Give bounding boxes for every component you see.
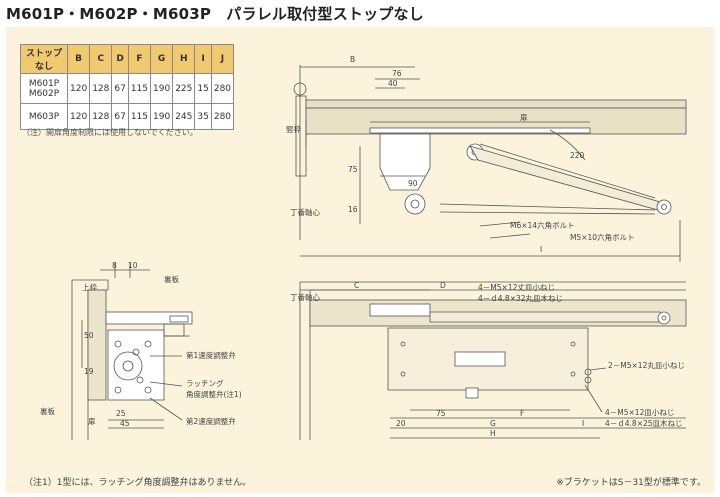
dim-label: 75 (436, 409, 446, 418)
dim-label: 竪枠 (286, 124, 301, 134)
model-name: M601P (28, 78, 60, 89)
dim-label: 220 (570, 151, 585, 160)
model-name: M602P (28, 88, 60, 99)
dim-label: 50 (84, 331, 94, 340)
dim-label: I (582, 419, 584, 428)
dim-label: 10 (128, 261, 138, 270)
table-header: I (194, 44, 212, 74)
dim-label: 20 (396, 419, 406, 428)
dim-label: M5×10六角ボルト (570, 232, 635, 242)
table-row: M603P 120 128 67 115 190 245 35 280 (20, 103, 235, 130)
dim-label: 裏板 (40, 406, 55, 416)
dim-label: C (354, 281, 359, 290)
front-view-drawing (299, 281, 687, 440)
dim-label: I (540, 245, 542, 254)
dim-label: D (440, 281, 446, 290)
table-cell: 67 (111, 103, 129, 130)
dim-label: 4－M5×12皿小ねじ (605, 408, 674, 417)
table-cell: 35 (194, 103, 212, 130)
table-cell: 115 (127, 103, 152, 130)
dim-label: 4－ｄ4.8×32丸皿木ねじ (478, 293, 563, 303)
dim-label: ラッチング (186, 378, 224, 388)
table-header: D (111, 44, 129, 74)
dim-label: 40 (388, 79, 398, 88)
dim-label: 2－M5×12丸皿小ねじ (608, 360, 685, 370)
dim-label: 裏板 (164, 274, 179, 284)
page-title: M601P・M602P・M603P パラレル取付型ストップなし (6, 5, 424, 23)
dim-label: 76 (392, 69, 402, 78)
dim-label: 8 (112, 261, 117, 270)
side-view-drawing (71, 262, 193, 440)
table-cell-model: M603P (20, 103, 68, 130)
dim-label: F (520, 409, 524, 418)
table-header: F (127, 44, 152, 74)
footnote-right: ※ブラケットはS－31型が標準です。 (556, 478, 706, 488)
dim-label: B (350, 55, 355, 64)
dim-label: 4－ｄ4.8×25皿木ねじ (605, 418, 683, 428)
table-header-row: ストップなし B C D F G H I J (20, 44, 235, 74)
dim-label: 上枠 (82, 282, 97, 292)
dim-label: H (490, 429, 496, 438)
dim-label: M6×14六角ボルト (510, 220, 575, 230)
table-cell: 120 (66, 103, 91, 130)
dim-label: 角度調整弁(注1) (186, 389, 242, 399)
dim-label: 45 (120, 419, 130, 428)
dim-label: 90 (408, 179, 418, 188)
dim-label: 19 (84, 367, 94, 376)
dim-label: 第2速度調整弁 (186, 416, 236, 426)
dim-label: 丁番軸心 (290, 207, 320, 217)
table-cell: 120 (66, 73, 91, 104)
dim-label: 扉 (520, 112, 528, 122)
dim-label: G (490, 419, 496, 428)
dim-label: 丁番軸心 (290, 292, 320, 302)
table-header: J (210, 44, 235, 74)
dim-label: 第1速度調整弁 (186, 350, 236, 360)
dim-label: 4－M5×12丈皿小ねじ (478, 282, 555, 292)
dim-label: 16 (348, 205, 358, 214)
dim-label: 25 (116, 409, 126, 418)
dim-label: 75 (348, 165, 358, 174)
table-cell: 280 (210, 103, 235, 130)
table-note: （注）開扉角度制限には使用しないでください。 (22, 128, 198, 137)
top-view-drawing (293, 65, 687, 262)
table-header: H (172, 44, 196, 74)
dim-label: 扉 (88, 416, 96, 426)
footnote-left: （注1）1型には、ラッチング角度調整弁はありません。 (24, 478, 252, 488)
table-cell: 15 (194, 73, 212, 104)
